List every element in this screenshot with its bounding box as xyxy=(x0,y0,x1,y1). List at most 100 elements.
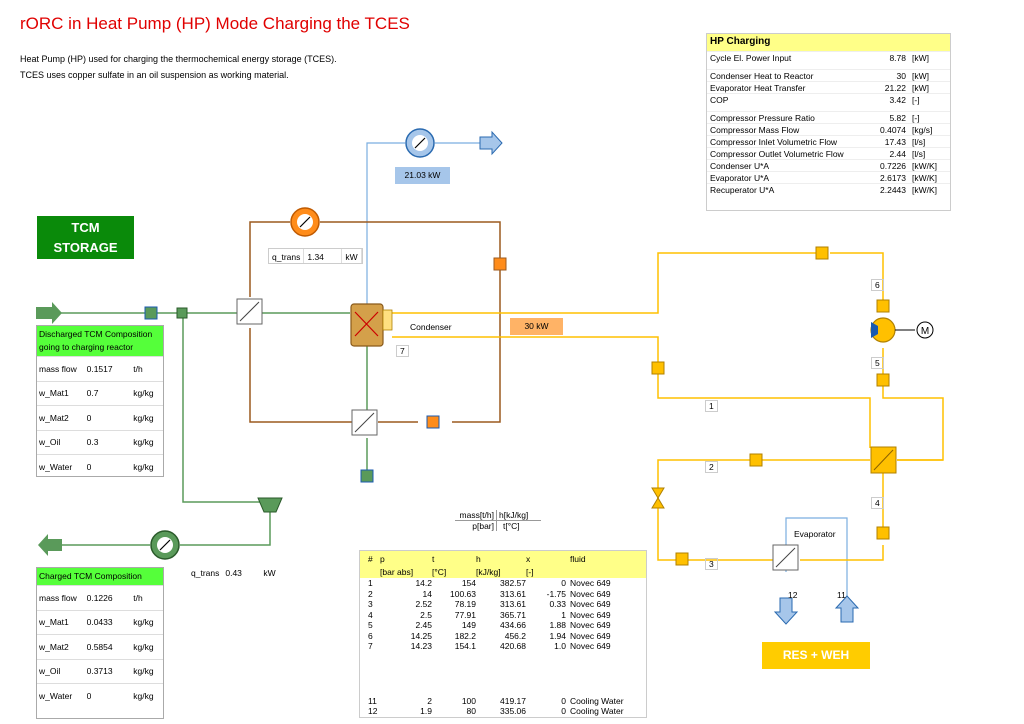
state-cell-h: 335.06 xyxy=(500,706,526,716)
unit-x: [-] xyxy=(526,567,534,577)
hp-unit: [kW] xyxy=(912,71,929,81)
composition-value: 0.5854 xyxy=(86,641,113,652)
description-line-2: TCES uses copper sulfate in an oil suspe… xyxy=(20,70,289,80)
motor-icon[interactable] xyxy=(916,321,934,339)
legend-enthalpy: h[kJ/kg] xyxy=(499,510,529,520)
hp-unit: [kg/s] xyxy=(912,125,933,135)
state-cell-h: 365.71 xyxy=(500,609,526,620)
description-line-1: Heat Pump (HP) used for charging the the… xyxy=(20,54,337,64)
legend-mass: mass[t/h] xyxy=(455,510,497,520)
tcm-valve-2-icon[interactable] xyxy=(360,469,374,483)
page-title: rORC in Heat Pump (HP) Mode Charging the… xyxy=(20,14,410,33)
composition-value: 0.1517 xyxy=(86,363,113,374)
expansion-valve-icon[interactable] xyxy=(651,487,665,499)
hp-value: 2.2443 xyxy=(880,185,906,195)
q-trans-top: q_trans 1.34 kW xyxy=(268,248,363,264)
charged-head: Charged TCM Composition xyxy=(37,568,163,585)
state-cell-fluid: Cooling Water xyxy=(570,706,624,716)
composition-value: 0.7 xyxy=(86,388,99,399)
tcm-outlet-arrow-icon xyxy=(38,534,62,556)
composition-name: w_Oil xyxy=(39,666,61,677)
cooling-kw-badge: 21.03 kW xyxy=(395,167,450,184)
valve-4-icon[interactable] xyxy=(876,526,890,540)
legend-pressure: p[bar] xyxy=(455,521,497,531)
state-cell-x: 1 xyxy=(561,609,566,620)
evaporator-label: Evaporator xyxy=(794,529,836,539)
valve-3-icon[interactable] xyxy=(675,552,689,566)
oil-valve-icon[interactable] xyxy=(426,415,440,429)
hp-value: 0.7226 xyxy=(880,161,906,171)
state-cell-t: 78.19 xyxy=(454,599,476,609)
state-cell-h: 434.66 xyxy=(500,620,526,630)
valve-6-icon[interactable] xyxy=(876,299,890,313)
condenser-kw-badge: 30 kW xyxy=(510,318,563,335)
state-cell-h: 456.2 xyxy=(504,630,526,641)
oil-sensor-icon[interactable] xyxy=(493,257,507,271)
hp-name: Condenser Heat to Reactor xyxy=(710,71,814,81)
state-cell-p: 2.5 xyxy=(420,609,432,620)
composition-unit: kg/kg xyxy=(133,437,154,448)
state-header-row: # p t h x fluid xyxy=(360,551,646,567)
node-2: 2 xyxy=(705,461,718,473)
tcm-hopper-icon[interactable] xyxy=(257,497,283,513)
state-cell-p: 14.25 xyxy=(410,630,432,641)
state-cell-t: 154.1 xyxy=(454,641,476,651)
tcm-inlet-arrow-icon xyxy=(36,302,62,324)
composition-name: mass flow xyxy=(39,363,77,374)
state-cell-fluid: Novec 649 xyxy=(570,641,611,651)
motor-label: M xyxy=(921,326,929,337)
header-t: t xyxy=(432,554,435,564)
state-cell-fluid: Novec 649 xyxy=(570,630,611,641)
composition-unit: kg/kg xyxy=(133,690,154,701)
composition-unit: t/h xyxy=(133,363,143,374)
state-cell-p: 14.23 xyxy=(410,641,432,651)
composition-name: w_Oil xyxy=(39,437,61,448)
hp-value: 8.78 xyxy=(889,53,906,63)
hp-unit: [kW] xyxy=(912,83,929,93)
tcm-valve-icon[interactable] xyxy=(144,306,158,320)
state-cell-x: 0 xyxy=(561,695,566,706)
tcm-junction-icon[interactable] xyxy=(176,307,188,319)
hp-value: 2.44 xyxy=(889,149,906,159)
valve-2-icon[interactable] xyxy=(749,453,763,467)
hp-row: Condenser Heat to Reactor 30 [kW] xyxy=(707,69,950,81)
state-cell-p: 14 xyxy=(422,588,432,599)
composition-value: 0.1226 xyxy=(86,592,113,603)
state-cell-no: 4 xyxy=(368,609,373,620)
res-weh-block[interactable]: RES + WEH xyxy=(762,642,870,669)
unit-h: [kJ/kg] xyxy=(476,567,501,577)
composition-row: mass flow 0.1517 t/h xyxy=(37,356,163,381)
composition-unit: kg/kg xyxy=(133,461,154,472)
state-cell-h: 313.61 xyxy=(500,588,526,599)
valve-1-icon[interactable] xyxy=(651,361,665,375)
state-table: # p t h x fluid [bar abs] [°C] [kJ/kg] [… xyxy=(359,550,647,718)
orc-lines xyxy=(392,252,944,561)
state-cell-no: 7 xyxy=(368,641,373,651)
hp-value: 30 xyxy=(896,71,906,81)
sensor-icon[interactable] xyxy=(815,246,829,260)
hp-name: Compressor Mass Flow xyxy=(710,125,800,135)
hp-unit: [kW] xyxy=(912,53,929,63)
state-cell-t: 154 xyxy=(461,578,476,588)
oil-loop-lines xyxy=(249,221,501,423)
hp-name: Evaporator U*A xyxy=(710,173,770,183)
state-cell-t: 80 xyxy=(466,706,476,716)
hp-name: Recuperator U*A xyxy=(710,185,775,195)
state-cell-x: 1.0 xyxy=(554,641,566,651)
valve-5-icon[interactable] xyxy=(876,373,890,387)
water-up-arrow-icon xyxy=(834,595,860,623)
header-p: p xyxy=(380,554,385,564)
node-7: 7 xyxy=(396,345,409,357)
tcm-storage-block[interactable]: TCM STORAGE xyxy=(37,216,134,259)
hp-unit: [-] xyxy=(912,95,920,105)
